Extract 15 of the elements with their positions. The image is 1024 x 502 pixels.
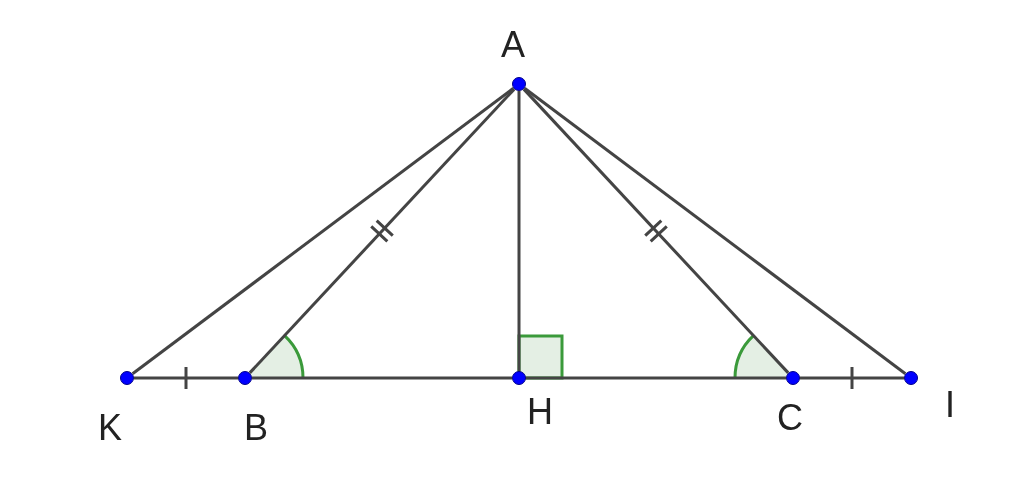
line-segment bbox=[526, 376, 786, 380]
point-label: B bbox=[243, 408, 269, 448]
line-segment bbox=[248, 88, 516, 374]
line-segment bbox=[523, 87, 907, 375]
point-label: A bbox=[500, 25, 526, 65]
line-segment bbox=[134, 376, 238, 380]
point-label: I bbox=[944, 385, 956, 425]
line-segment bbox=[252, 376, 512, 380]
line-segment bbox=[517, 91, 521, 371]
line-segment bbox=[522, 88, 790, 374]
line-segment bbox=[800, 376, 904, 380]
point-label: H bbox=[526, 392, 554, 432]
point-label: C bbox=[776, 398, 804, 438]
point-label: K bbox=[97, 408, 123, 448]
line-segment bbox=[131, 87, 515, 375]
